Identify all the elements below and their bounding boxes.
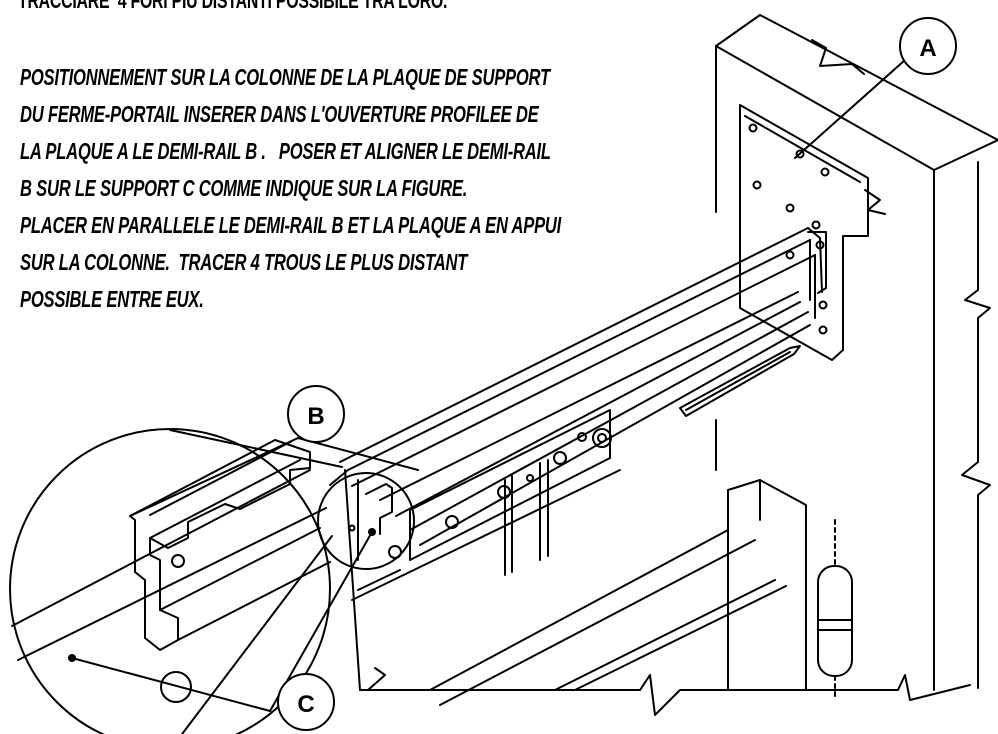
rail-detail-circle bbox=[317, 472, 415, 570]
instruction-line-6: SUR LA COLONNE. TRACER 4 TROUS LE PLUS D… bbox=[20, 249, 468, 275]
instruction-line-5: PLACER EN PARALLELE LE DEMI-RAIL B ET LA… bbox=[20, 212, 562, 238]
instruction-line-1: POSITIONNEMENT SUR LA COLONNE DE LA PLAQ… bbox=[20, 64, 550, 90]
leader-dot-c-detail bbox=[68, 654, 76, 662]
detail-magnifier bbox=[9, 428, 331, 734]
leader-lines bbox=[71, 59, 906, 734]
callout-b: B bbox=[287, 385, 345, 443]
half-rail-b bbox=[329, 227, 823, 546]
instruction-line-2: DU FERME-PORTAIL INSERER DANS L'OUVERTUR… bbox=[20, 101, 539, 127]
header-text: TRACCIARE 4 FORI PIU DISTANTI POSSIBILE … bbox=[18, 0, 448, 13]
callout-c: C bbox=[277, 673, 335, 731]
gate-frame bbox=[344, 459, 971, 716]
leader-dot-c-rail bbox=[368, 528, 376, 536]
callout-a-label: A bbox=[919, 35, 936, 62]
callout-c-label: C bbox=[297, 691, 314, 718]
instruction-line-7: POSSIBLE ENTRE EUX. bbox=[20, 286, 204, 312]
callout-b-label: B bbox=[307, 403, 324, 430]
column bbox=[715, 14, 998, 691]
instruction-line-4: B SUR LE SUPPORT C COMME INDIQUE SUR LA … bbox=[20, 175, 468, 201]
callout-a: A bbox=[899, 17, 957, 75]
pencil bbox=[679, 345, 801, 417]
support-plate-a bbox=[739, 104, 869, 361]
instruction-line-3: LA PLAQUE A LE DEMI-RAIL B . POSER ET AL… bbox=[20, 138, 551, 164]
hinge bbox=[817, 519, 853, 701]
